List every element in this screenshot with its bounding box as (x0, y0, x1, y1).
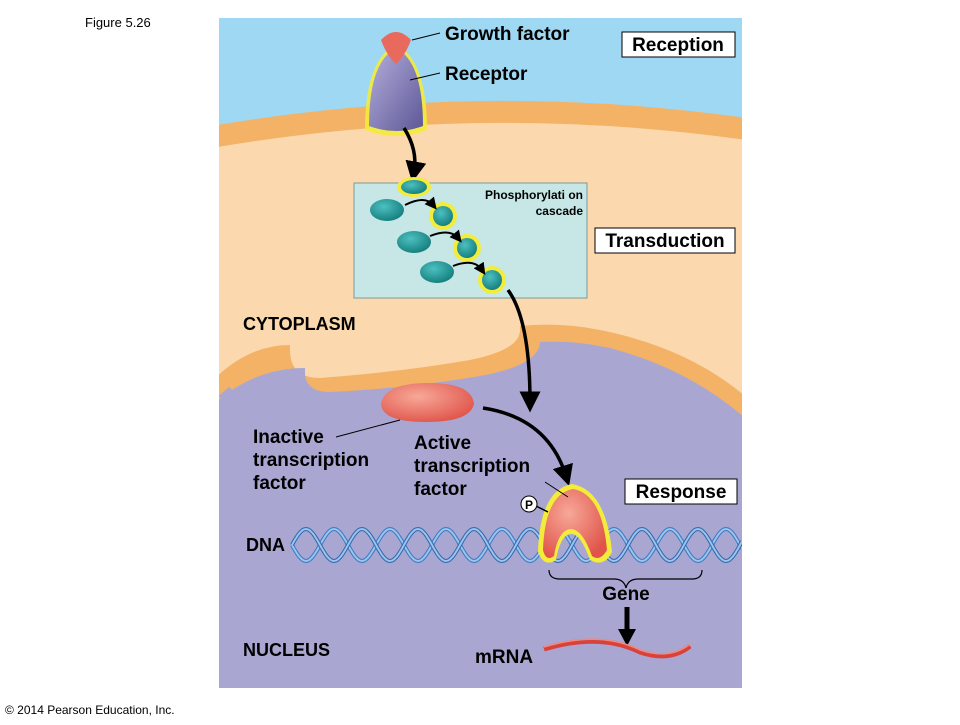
kinase-cascade (370, 177, 506, 294)
kinase-inactive (370, 199, 404, 221)
gene-label: Gene (602, 584, 650, 605)
dna-label: DNA (246, 535, 285, 555)
phosphorylation-label-line2: cascade (536, 204, 584, 218)
transcription-arrow-head (618, 629, 636, 646)
phosphate-bond (535, 505, 549, 513)
kinase-inactive (420, 261, 454, 283)
kinase-phosphorylated (482, 270, 502, 290)
stage-reception: Reception (632, 35, 724, 56)
receptor (365, 44, 427, 136)
receptor-leader (409, 72, 441, 81)
nucleus-region (219, 341, 742, 688)
cell-panel (219, 18, 742, 688)
growth-factor-leader (411, 32, 441, 41)
inactive-tf-label-line2: transcription (253, 450, 369, 471)
stage-transduction: Transduction (605, 231, 724, 252)
active-transcription-factor (538, 484, 612, 563)
receptor-label: Receptor (445, 64, 528, 85)
nuclear-pore (219, 386, 248, 418)
kinase-inactive (397, 231, 431, 253)
copyright-notice: © 2014 Pearson Education, Inc. (5, 703, 175, 717)
stage-box-response (624, 478, 738, 505)
growth-factor (381, 32, 411, 64)
active-tf-label-line1: Active (414, 433, 471, 454)
mrna-strand (543, 638, 692, 659)
kinase-active (401, 180, 427, 194)
active-tf-leader (544, 481, 569, 498)
active-tf-label-line2: transcription (414, 456, 530, 477)
arrow-activation (482, 406, 573, 487)
arrow-transduction-to-nucleus (506, 288, 541, 413)
kinase-phosphorylated (433, 206, 453, 226)
cytoplasm-label: CYTOPLASM (243, 314, 356, 334)
stage-response: Response (636, 482, 727, 503)
stage-box-transduction (594, 227, 736, 254)
stage-box-reception (621, 31, 736, 58)
inactive-transcription-factor (381, 382, 474, 422)
inactive-tf-label-line3: factor (253, 473, 306, 494)
mrna-highlight (543, 638, 691, 655)
active-tf-label-line3: factor (414, 479, 467, 500)
kinase-phosphorylated (457, 238, 477, 258)
growth-factor-label: Growth factor (445, 24, 570, 45)
dna-helix (290, 526, 742, 564)
phosphate-label: P (525, 498, 533, 512)
mrna-label: mRNA (475, 647, 533, 668)
phosphorylation-label-line1: Phosphorylati on (485, 188, 583, 202)
inactive-tf-label-line1: Inactive (253, 427, 324, 448)
figure-label: Figure 5.26 (85, 15, 151, 30)
inactive-tf-leader (335, 419, 401, 438)
phosphate-icon (520, 495, 538, 513)
nucleus-label: NUCLEUS (243, 640, 330, 660)
gene-bracket (548, 569, 703, 589)
arrow-reception-to-transduction (402, 127, 427, 183)
